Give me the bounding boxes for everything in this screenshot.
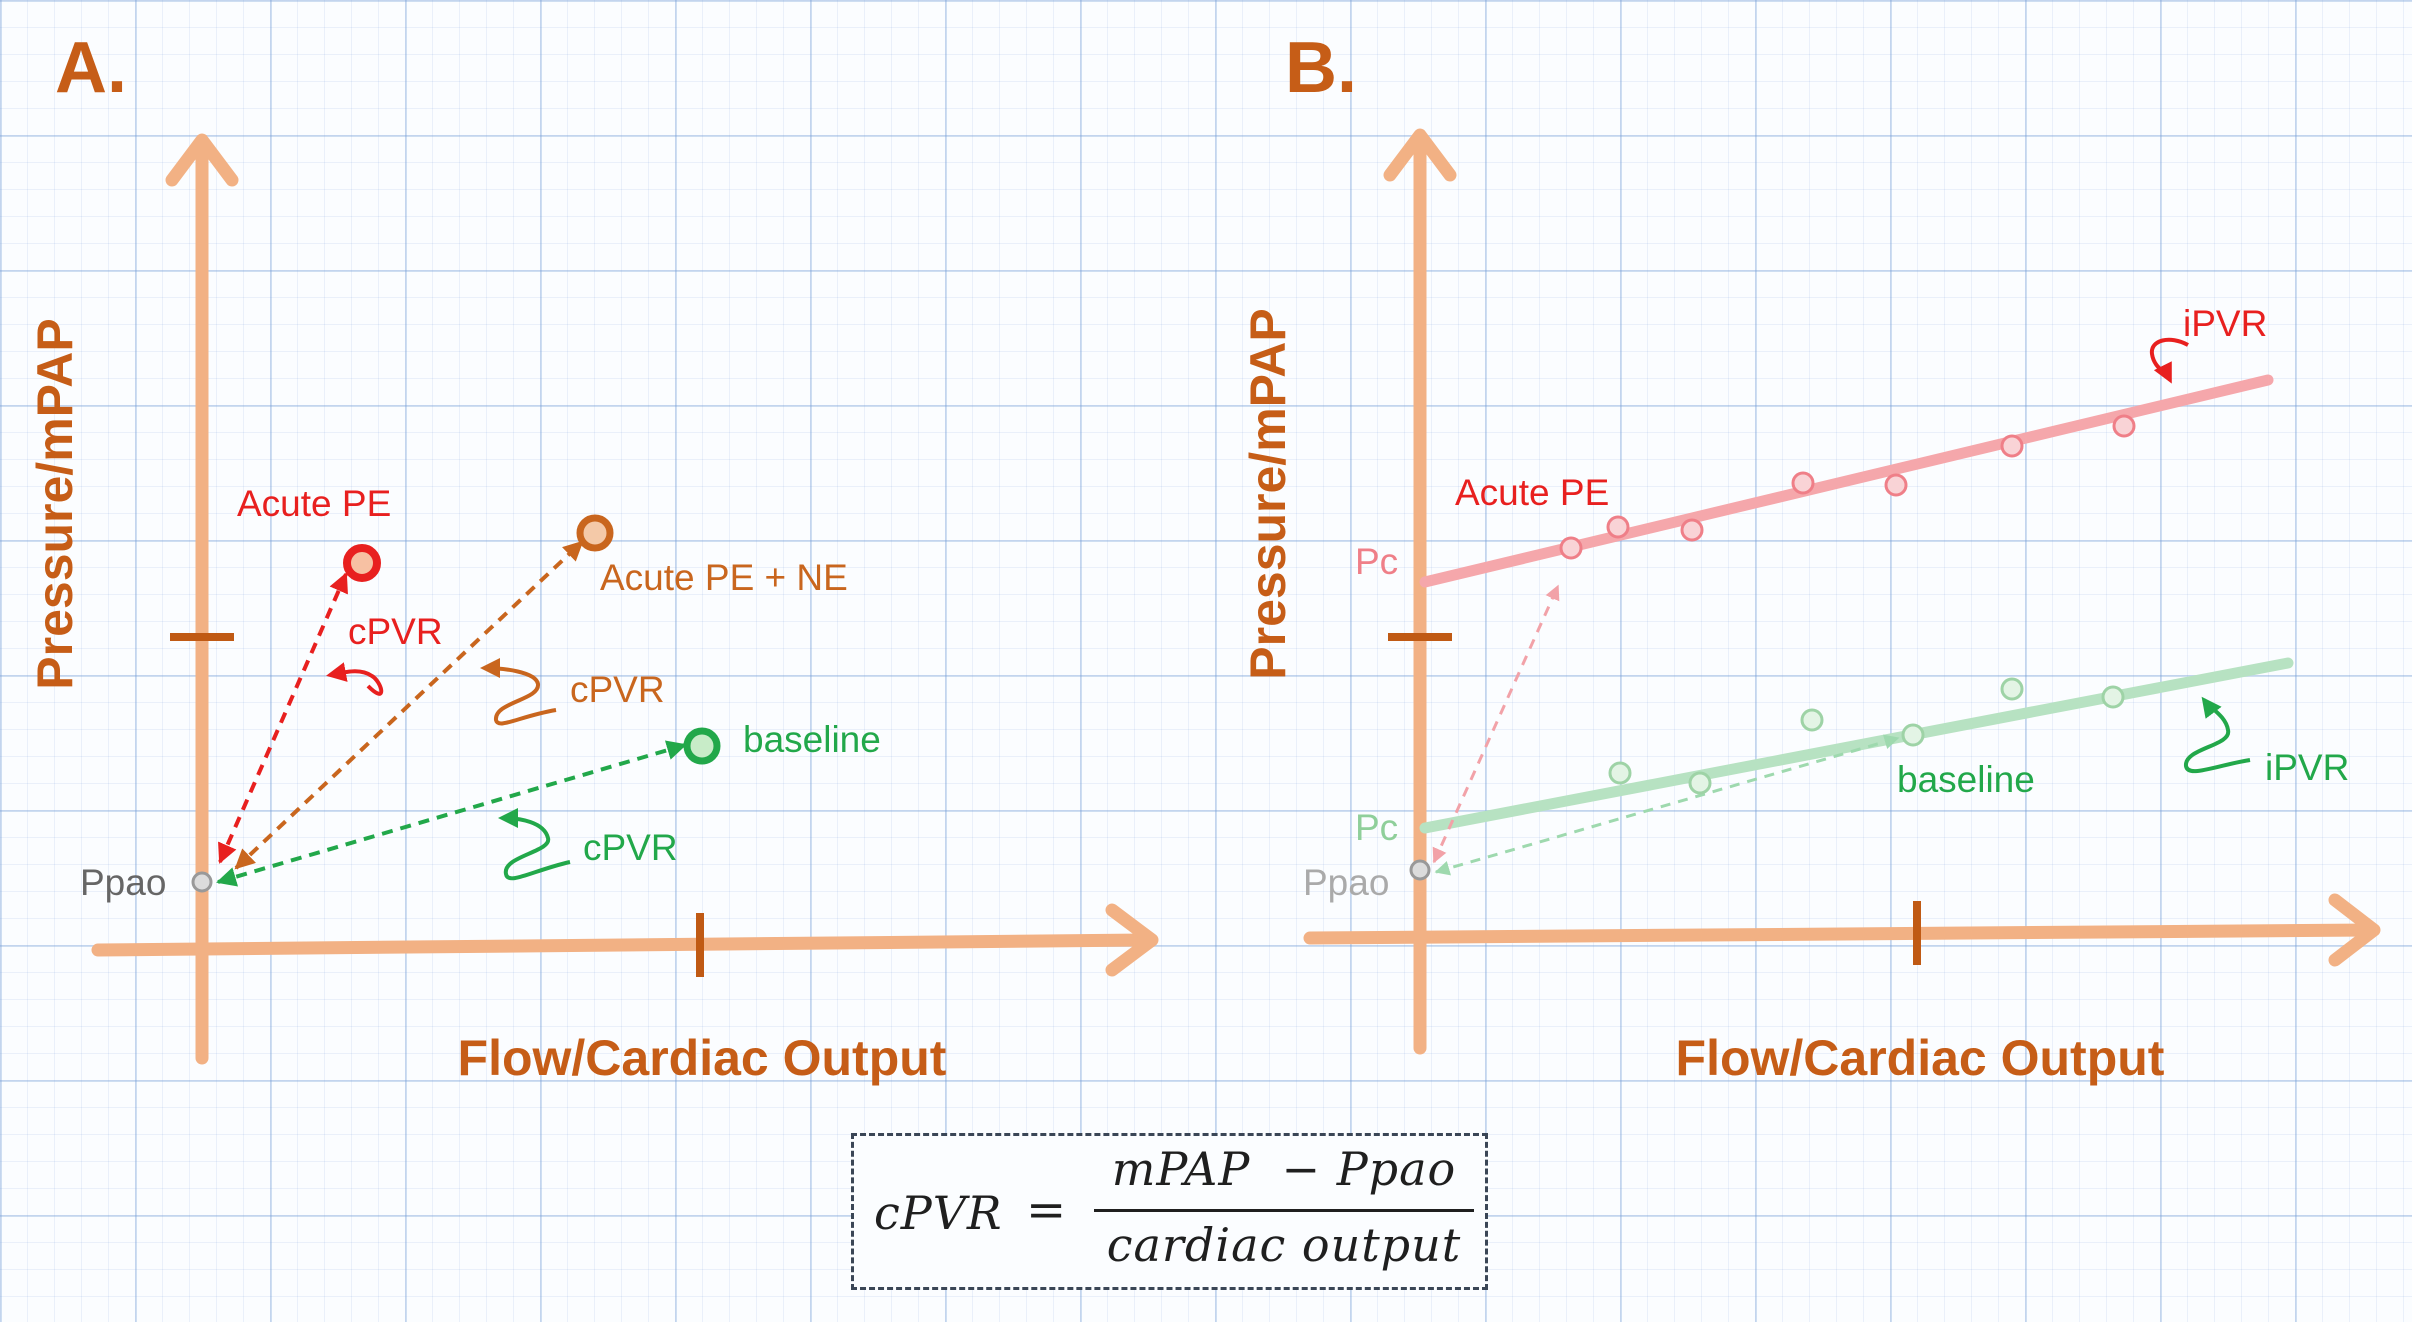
formula-fraction-bar bbox=[1094, 1209, 1474, 1212]
panel-a-label-acute-pe: Acute PE bbox=[237, 483, 391, 524]
panel-b-x-axis bbox=[1303, 893, 2381, 967]
panel-b-ipvr-label-green: iPVR bbox=[2265, 747, 2349, 788]
panel-b-baseline-line bbox=[1419, 657, 2294, 834]
panel-a-squiggle-brown bbox=[480, 658, 557, 726]
panel-b-acute-pe-point bbox=[1606, 515, 1630, 539]
panel-a-point-acute-pe bbox=[343, 544, 381, 582]
panel-b-ppao-label: Ppao bbox=[1303, 862, 1389, 903]
panel-a: A. Pressure/mPAP Flow/Cardiac Output Ppa… bbox=[27, 28, 1159, 1086]
panel-a-cpvr-label-green: cPVR bbox=[583, 827, 678, 868]
panel-a-vector-baseline bbox=[216, 740, 687, 887]
panel-b-acute-pe-point bbox=[1680, 518, 1704, 542]
panel-b-squiggle-red bbox=[2149, 337, 2189, 384]
panel-b-label-acute-pe: Acute PE bbox=[1455, 472, 1609, 513]
formula-lhs: cPVR bbox=[874, 1186, 1003, 1240]
panel-a-letter: A. bbox=[55, 28, 127, 108]
panel-b-x-label: Flow/Cardiac Output bbox=[1676, 1030, 2165, 1086]
panel-a-cpvr-label-brown: cPVR bbox=[570, 669, 665, 710]
panel-a-vector-acute-pe bbox=[218, 572, 348, 864]
panel-b-baseline-point bbox=[1800, 708, 1824, 732]
formula-equals: = bbox=[1026, 1182, 1067, 1238]
panel-b-baseline-point bbox=[1688, 771, 1712, 795]
panel-b-pc-label-green: Pc bbox=[1355, 807, 1398, 848]
panel-b-vector-baseline bbox=[1434, 734, 1900, 876]
panel-a-squiggle-green bbox=[498, 808, 571, 881]
panel-a-label-acute-pe-ne: Acute PE + NE bbox=[600, 557, 848, 598]
panel-a-label-baseline: baseline bbox=[743, 719, 881, 760]
panel-b-baseline-points bbox=[1608, 677, 2125, 795]
panel-b-vector-acute-pe bbox=[1432, 584, 1560, 864]
panel-a-y-axis bbox=[165, 133, 239, 1065]
formula-denominator: cardiac output bbox=[1106, 1218, 1462, 1272]
panel-b-ipvr-label-red: iPVR bbox=[2183, 303, 2267, 344]
panel-b-y-axis bbox=[1383, 128, 1457, 1055]
panel-a-x-label: Flow/Cardiac Output bbox=[458, 1030, 947, 1086]
panel-b-pc-label-red: Pc bbox=[1355, 541, 1398, 582]
panel-b-baseline-point bbox=[2000, 677, 2024, 701]
panel-a-point-baseline bbox=[683, 727, 721, 765]
panel-b-acute-pe-point bbox=[1559, 536, 1583, 560]
panel-b-acute-pe-points bbox=[1559, 414, 2136, 560]
panel-b-baseline-point bbox=[1901, 723, 1925, 747]
panel-b-y-label: Pressure/mPAP bbox=[1240, 308, 1296, 679]
panel-b-acute-pe-point bbox=[2112, 414, 2136, 438]
panel-b-ppao-point bbox=[1409, 859, 1431, 881]
panel-b-baseline-point bbox=[2101, 685, 2125, 709]
panel-a-cpvr-label-red: cPVR bbox=[348, 611, 443, 652]
formula-numerator: mPAP − Ppao bbox=[1111, 1142, 1457, 1196]
panel-b-letter: B. bbox=[1285, 28, 1357, 108]
panel-a-x-axis bbox=[91, 903, 1159, 977]
panel-a-point-acute-pe-ne bbox=[576, 514, 614, 552]
cpvr-formula: cPVR = mPAP − Ppao cardiac output bbox=[851, 1133, 1488, 1290]
panel-a-ppao-label: Ppao bbox=[80, 862, 166, 903]
panel-a-y-label: Pressure/mPAP bbox=[27, 318, 83, 689]
panel-b-acute-pe-point bbox=[1791, 471, 1815, 495]
panel-b-label-baseline: baseline bbox=[1897, 759, 2035, 800]
panel-b-baseline-point bbox=[1608, 761, 1632, 785]
panel-b-acute-pe-point bbox=[1884, 473, 1908, 497]
panel-a-squiggle-red bbox=[326, 662, 384, 696]
panel-b-squiggle-green bbox=[2184, 696, 2251, 774]
panel-b: B. Pressure/mPAP Flow/Cardiac Output bbox=[1240, 28, 2381, 1086]
panel-a-ppao-point bbox=[191, 871, 213, 893]
panel-b-acute-pe-point bbox=[2000, 434, 2024, 458]
